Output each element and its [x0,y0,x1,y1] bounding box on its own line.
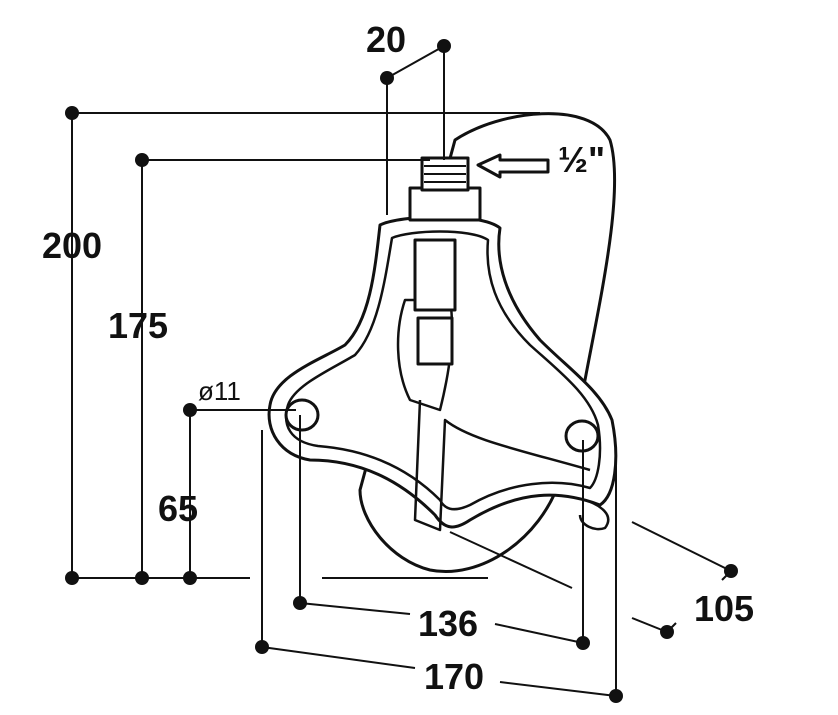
mounting-hole-left [284,398,320,432]
bowl-front-body [267,215,618,529]
dimension-lines [71,45,732,697]
label-hole-spacing: 136 [418,603,478,644]
label-thread-size: ½" [558,139,605,180]
label-depth: 105 [694,588,754,629]
valve-nut [416,316,454,366]
label-inlet-offset: 20 [366,19,406,60]
thread-arrow-icon [476,153,550,179]
dimension-endpoints [65,39,738,703]
valve-stem [413,238,457,312]
label-total-height: 200 [42,225,102,266]
bracket-hook [578,498,610,531]
thread-lines [424,165,466,183]
label-inlet-height: 175 [108,305,168,346]
label-hole-diameter: ø11 [198,376,241,406]
bowl-inner-rim [284,230,602,511]
label-overall-width: 170 [424,656,484,697]
label-mount-hole-height: 65 [158,488,198,529]
bowl-center-ridge [413,399,591,532]
drinking-bowl-drawing [267,112,618,573]
hex-nut [408,186,482,222]
